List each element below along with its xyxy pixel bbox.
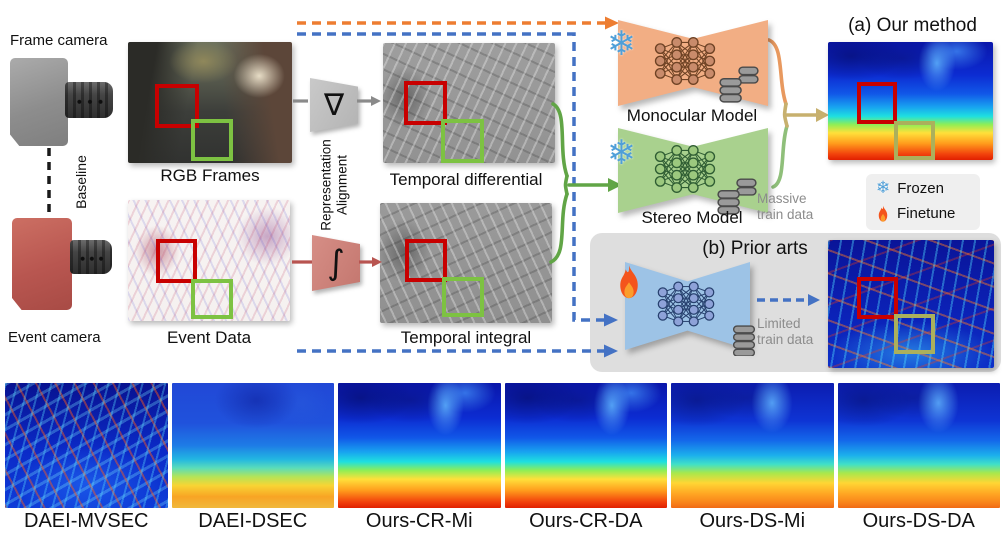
representation-alignment-label: Representation Alignment	[318, 139, 349, 231]
frame-camera-lens-icon	[65, 82, 113, 118]
stereo-model-label: Stereo Model	[641, 208, 743, 227]
result-label: Ours-CR-Mi	[365, 510, 473, 532]
neural-network-icon	[654, 145, 716, 193]
integral-encoder: ∫	[312, 235, 360, 291]
rgb-frames-caption: RGB Frames	[160, 166, 260, 185]
result-image-ours-cr-da	[504, 383, 667, 508]
event-camera-icon	[12, 218, 72, 310]
differential-encoder: ∇	[310, 78, 358, 132]
our-method-depth-image	[828, 42, 993, 160]
green-roi-box	[191, 119, 233, 161]
green-roi-box	[894, 314, 935, 354]
neural-network-icon	[657, 281, 715, 327]
limited-train-data-note: Limited train data	[757, 316, 814, 348]
frame-camera-label: Frame camera	[10, 32, 108, 49]
database-icon	[732, 325, 756, 356]
result-label: DAEI-MVSEC	[24, 510, 149, 532]
nabla-icon: ∇	[310, 78, 358, 132]
baseline-label: Baseline	[73, 155, 89, 209]
prior-model-shape	[625, 262, 750, 350]
finetune-label: Finetune	[897, 205, 956, 222]
event-camera-lens-icon	[70, 240, 112, 274]
event-data-caption: Event Data	[166, 328, 252, 347]
result-label: Ours-DS-DA	[862, 510, 975, 532]
red-roi-box	[405, 239, 447, 282]
legend: ❄ Frozen Finetune	[866, 174, 980, 230]
green-roi-box	[894, 121, 935, 160]
event-data-image	[128, 200, 290, 321]
database-icon	[719, 66, 759, 103]
massive-train-data-note: Massive train data	[757, 191, 814, 223]
result-image-ours-ds-mi	[671, 383, 834, 508]
snowflake-icon: ❄	[607, 24, 636, 64]
frame-camera-icon	[10, 58, 68, 146]
database-icon	[717, 178, 757, 215]
red-roi-box	[155, 84, 199, 128]
results-strip	[5, 383, 1000, 508]
integral-icon: ∫	[312, 235, 360, 291]
stereo-merge-arm	[771, 124, 789, 189]
green-roi-box	[441, 119, 484, 163]
green-roi-box	[442, 277, 484, 317]
flame-icon	[620, 265, 638, 299]
monocular-merge-arm	[767, 38, 788, 106]
result-label: DAEI-DSEC	[198, 510, 308, 532]
frozen-label: Frozen	[897, 180, 944, 197]
red-roi-box	[156, 239, 197, 283]
red-roi-box	[857, 277, 898, 319]
result-label: Ours-CR-DA	[529, 510, 643, 532]
event-camera-label: Event camera	[8, 329, 101, 346]
result-image-daei-mvsec	[5, 383, 168, 508]
results-strip-labels: DAEI-MVSEC DAEI-DSEC Ours-CR-Mi Ours-CR-…	[5, 510, 1000, 533]
result-image-ours-cr-mi	[338, 383, 501, 508]
temporal-integral-image	[380, 203, 552, 323]
snowflake-icon: ❄	[607, 133, 636, 173]
result-label: Ours-DS-Mi	[699, 510, 806, 532]
red-roi-box	[857, 82, 897, 124]
temporal-differential-image	[383, 43, 555, 163]
merge-to-result-arrow	[782, 102, 818, 128]
rgb-frames-image	[128, 42, 292, 163]
prior-arts-title: (b) Prior arts	[702, 238, 808, 259]
neural-network-icon	[654, 37, 716, 85]
temporal-differential-caption: Temporal differential	[389, 170, 543, 189]
green-roi-box	[191, 279, 233, 319]
snowflake-icon: ❄	[876, 178, 891, 198]
temporal-integral-caption: Temporal integral	[400, 328, 532, 347]
monocular-model-label: Monocular Model	[626, 106, 758, 125]
result-image-ours-ds-da	[837, 383, 1000, 508]
prior-arts-depth-image	[828, 240, 994, 368]
result-image-daei-dsec	[171, 383, 334, 508]
flame-icon	[878, 205, 888, 222]
our-method-title: (a) Our method	[848, 15, 977, 36]
